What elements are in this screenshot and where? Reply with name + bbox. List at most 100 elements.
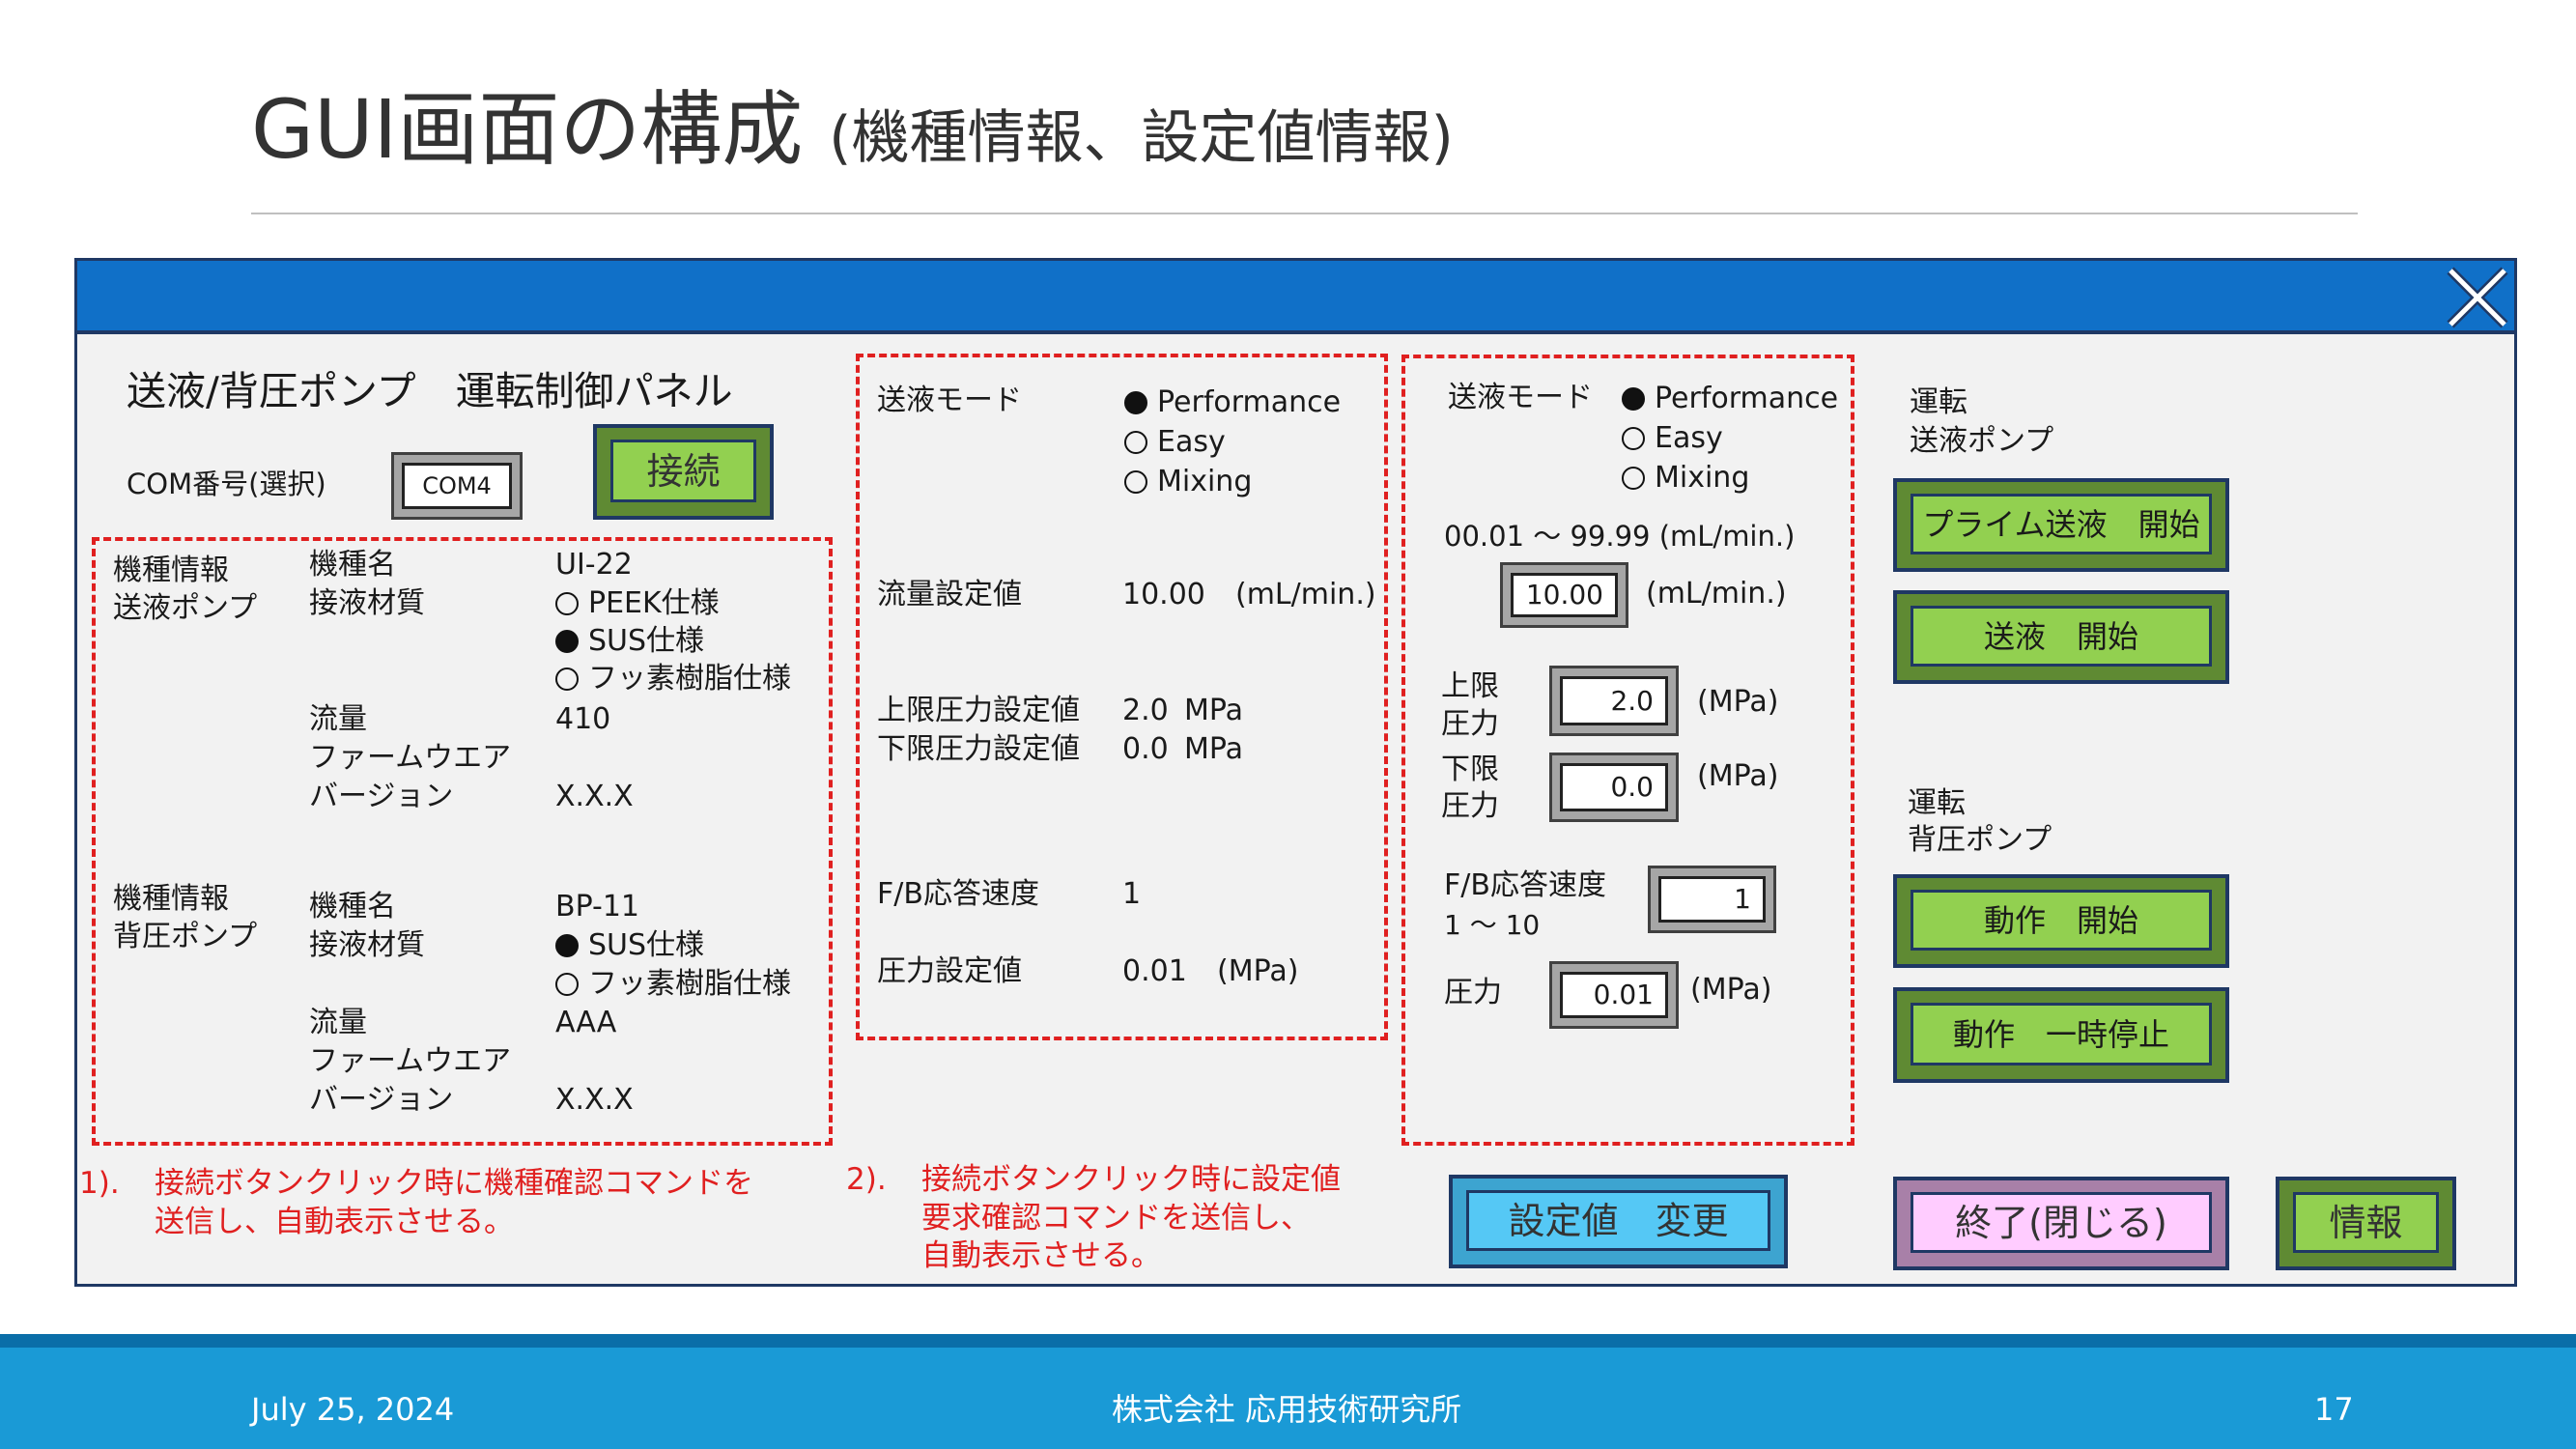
pressure-unit: (MPa): [1217, 954, 1299, 988]
fb-input[interactable]: 1: [1648, 866, 1776, 933]
radio-empty-icon[interactable]: [555, 973, 579, 996]
pump-flow-value: 410: [555, 702, 611, 736]
change-settings-button[interactable]: 設定値 変更: [1449, 1175, 1788, 1268]
bp-info-label: 機種情報: [113, 882, 229, 916]
pump-material-option[interactable]: SUS仕様: [555, 627, 704, 656]
bp-model-value: BP-11: [555, 890, 640, 923]
prime-start-button[interactable]: プライム送液 開始: [1893, 478, 2229, 572]
info-mode-option[interactable]: Mixing: [1124, 468, 1252, 497]
lower-value: 0.0: [1122, 732, 1169, 766]
pump-ops-label: 運転: [1910, 385, 1967, 419]
pressure-input-label: 圧力: [1444, 976, 1502, 1009]
panel-title: 送液/背圧ポンプ 運転制御パネル: [127, 368, 733, 414]
footer-date: July 25, 2024: [251, 1391, 455, 1428]
edit-mode-label: 送液モード: [1448, 381, 1593, 414]
flow-input[interactable]: 10.00: [1500, 562, 1628, 628]
pump-flow-label: 流量: [309, 702, 367, 736]
radio-empty-icon[interactable]: [1622, 467, 1645, 490]
bp-model-label: 機種名: [309, 890, 396, 923]
upper-input-unit: (MPa): [1697, 685, 1779, 719]
pump-material-label: 接液材質: [309, 586, 425, 620]
upper-label: 上限圧力設定値: [877, 694, 1080, 727]
lower-label: 下限圧力設定値: [877, 732, 1080, 766]
connect-button[interactable]: 接続: [593, 424, 774, 520]
pump-model-label: 機種名: [309, 548, 396, 582]
pressure-label: 圧力設定値: [877, 954, 1022, 988]
fb-input-label: F/B応答速度: [1444, 868, 1606, 902]
lower-unit: MPa: [1184, 732, 1244, 766]
radio-filled-icon[interactable]: [555, 934, 579, 957]
flow-unit: (mL/min.): [1235, 578, 1376, 611]
device-info-box: [92, 537, 833, 1146]
bp-pause-button[interactable]: 動作 一時停止: [1893, 987, 2229, 1083]
lower-input[interactable]: 0.0: [1549, 753, 1679, 822]
upper-value: 2.0: [1122, 694, 1169, 727]
pump-model-value: UI-22: [555, 548, 633, 582]
pump-fw-value: X.X.X: [555, 780, 634, 813]
pump-ops-label2: 送液ポンプ: [1910, 424, 2054, 458]
com-label: COM番号(選択): [127, 468, 326, 500]
pump-material-option[interactable]: PEEK仕様: [555, 589, 720, 618]
flow-label: 流量設定値: [877, 578, 1022, 611]
pressure-value: 0.01: [1122, 954, 1187, 988]
bp-fw-label: ファームウエア: [309, 1044, 512, 1078]
footer-company: 株式会社 応用技術研究所: [1111, 1391, 1462, 1428]
upper-input-label: 上限: [1441, 669, 1499, 703]
lower-input-label: 下限: [1441, 753, 1499, 786]
radio-filled-icon[interactable]: [1622, 387, 1645, 411]
radio-empty-icon[interactable]: [1124, 470, 1147, 494]
bp-fw-label2: バージョン: [309, 1083, 454, 1117]
bp-material-label: 接液材質: [309, 928, 425, 962]
bp-flow-label: 流量: [309, 1006, 367, 1039]
radio-filled-icon[interactable]: [555, 630, 579, 653]
close-x-icon[interactable]: [2445, 265, 2510, 330]
note1-number: 1).: [79, 1166, 120, 1201]
slide-title: GUI画面の構成 (機種情報、設定値情報): [251, 82, 1454, 177]
radio-empty-icon[interactable]: [555, 592, 579, 615]
app-window: [74, 258, 2517, 1287]
pressure-input-unit: (MPa): [1690, 973, 1772, 1007]
footer: July 25, 2024 株式会社 応用技術研究所 17: [0, 1334, 2576, 1449]
fb-value: 1: [1122, 877, 1142, 911]
radio-empty-icon[interactable]: [1124, 431, 1147, 454]
flow-input-unit: (mL/min.): [1646, 577, 1787, 611]
pump-fw-label: ファームウエア: [309, 741, 512, 775]
info-mode-option[interactable]: Performance: [1124, 388, 1341, 417]
radio-filled-icon[interactable]: [1124, 391, 1147, 414]
note2-line1: 接続ボタンクリック時に設定値: [921, 1162, 1341, 1197]
pump-material-option[interactable]: フッ素樹脂仕様: [555, 665, 791, 694]
bp-fw-value: X.X.X: [555, 1083, 634, 1117]
note2-line2: 要求確認コマンドを送信し、: [921, 1201, 1311, 1236]
exit-button[interactable]: 終了(閉じる): [1893, 1177, 2229, 1270]
radio-empty-icon[interactable]: [555, 668, 579, 691]
upper-input-label2: 圧力: [1441, 707, 1499, 741]
pump-start-button[interactable]: 送液 開始: [1893, 590, 2229, 684]
settings-info-box: [856, 354, 1388, 1040]
lower-input-unit: (MPa): [1697, 759, 1779, 793]
note1-line2: 送信し、自動表示させる。: [155, 1205, 514, 1239]
title-divider: [251, 213, 2358, 214]
bp-material-option[interactable]: SUS仕様: [555, 931, 704, 960]
pump-info-label: 機種情報: [113, 554, 229, 587]
bp-flow-value: AAA: [555, 1006, 617, 1039]
pressure-input[interactable]: 0.01: [1549, 961, 1679, 1029]
bp-start-button[interactable]: 動作 開始: [1893, 874, 2229, 968]
info-button[interactable]: 情報: [2276, 1177, 2456, 1270]
edit-mode-radio[interactable]: Mixing: [1622, 464, 1749, 493]
window-titlebar: [77, 261, 2514, 334]
edit-mode-radio[interactable]: Easy: [1622, 424, 1723, 453]
mode-label: 送液モード: [877, 384, 1022, 417]
slide-subtitle: (機種情報、設定値情報): [829, 104, 1454, 172]
upper-input[interactable]: 2.0: [1549, 666, 1679, 736]
com-select[interactable]: COM4: [391, 452, 523, 520]
info-mode-option[interactable]: Easy: [1124, 428, 1226, 457]
flow-range: 00.01 〜 99.99 (mL/min.): [1444, 520, 1796, 553]
page-number: 17: [2314, 1391, 2354, 1428]
edit-mode-radio[interactable]: Performance: [1622, 384, 1838, 413]
bp-info-label2: 背圧ポンプ: [113, 920, 258, 953]
bp-material-option[interactable]: フッ素樹脂仕様: [555, 970, 791, 999]
lower-input-label2: 圧力: [1441, 789, 1499, 823]
pump-fw-label2: バージョン: [309, 780, 454, 813]
fb-label: F/B応答速度: [877, 877, 1039, 911]
radio-empty-icon[interactable]: [1622, 427, 1645, 450]
